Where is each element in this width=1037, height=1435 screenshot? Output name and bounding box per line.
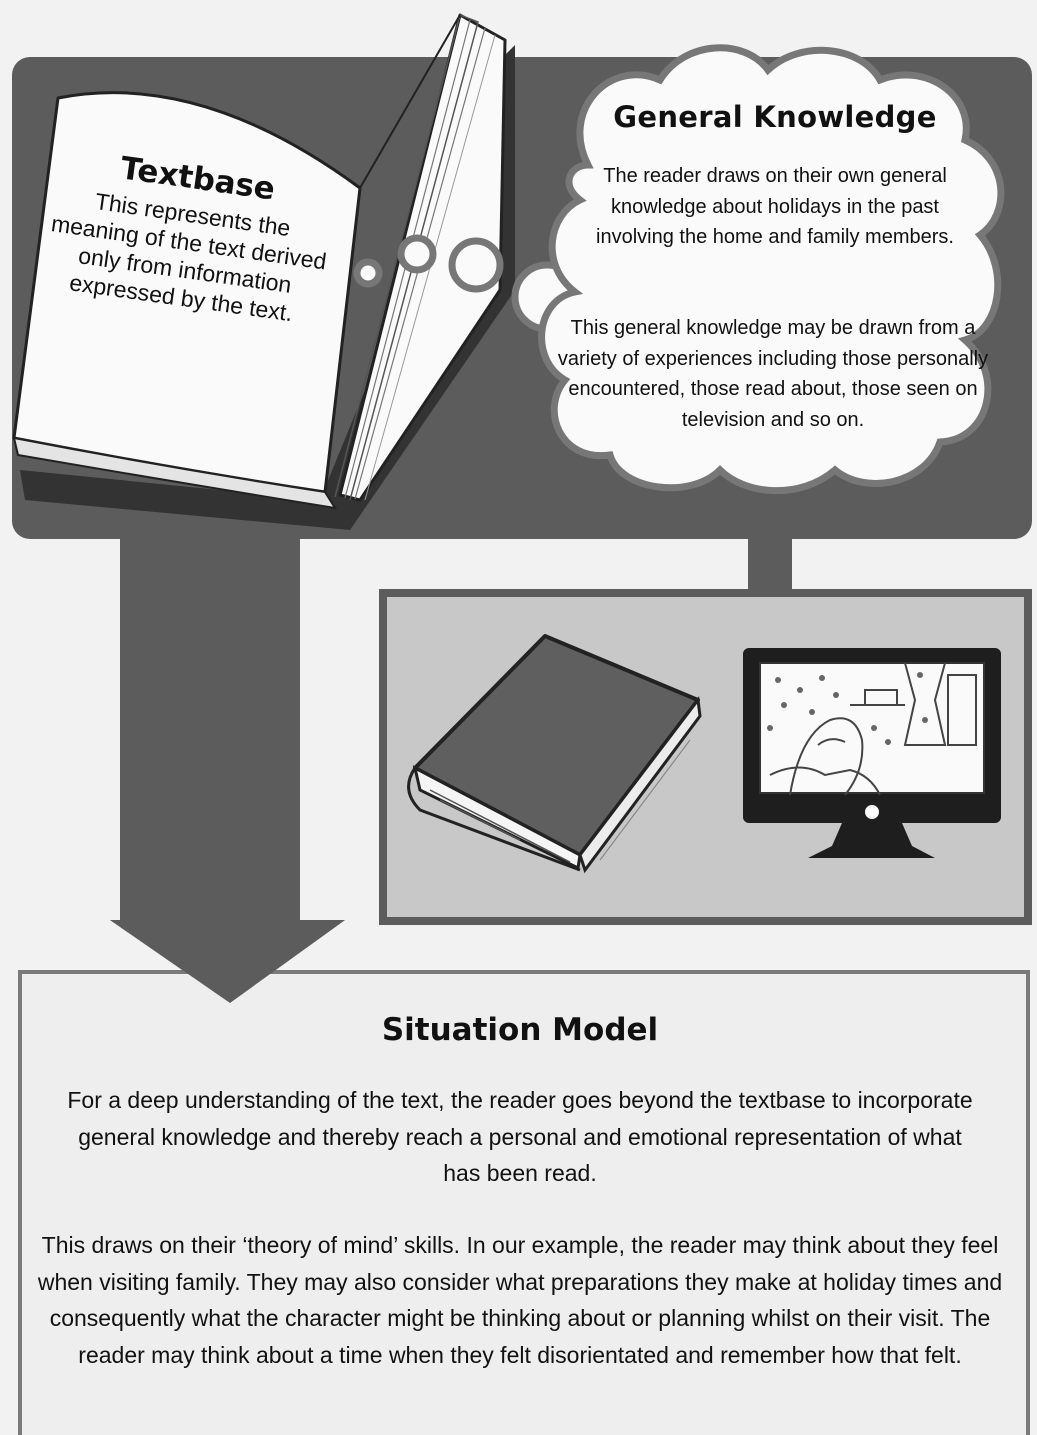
situation-model-paragraph-1: For a deep understanding of the text, th… (67, 1087, 973, 1186)
situation-model-title: Situation Model (381, 1012, 659, 1048)
general-knowledge-paragraph-1: The reader draws on their own general kn… (596, 165, 954, 248)
general-knowledge-paragraph-2: This general knowledge may be drawn from… (557, 317, 989, 431)
situation-model-paragraph-2: This draws on their ‘theory of mind’ ski… (37, 1232, 1003, 1368)
arrow-down-icon (110, 520, 345, 1003)
situation-model-box (18, 970, 1030, 1435)
thought-bubble-icon (353, 44, 1005, 495)
television-icon (743, 648, 1001, 858)
closed-book-icon (407, 634, 702, 874)
open-book-icon (12, 13, 515, 530)
general-knowledge-title: General Knowledge (613, 100, 937, 134)
